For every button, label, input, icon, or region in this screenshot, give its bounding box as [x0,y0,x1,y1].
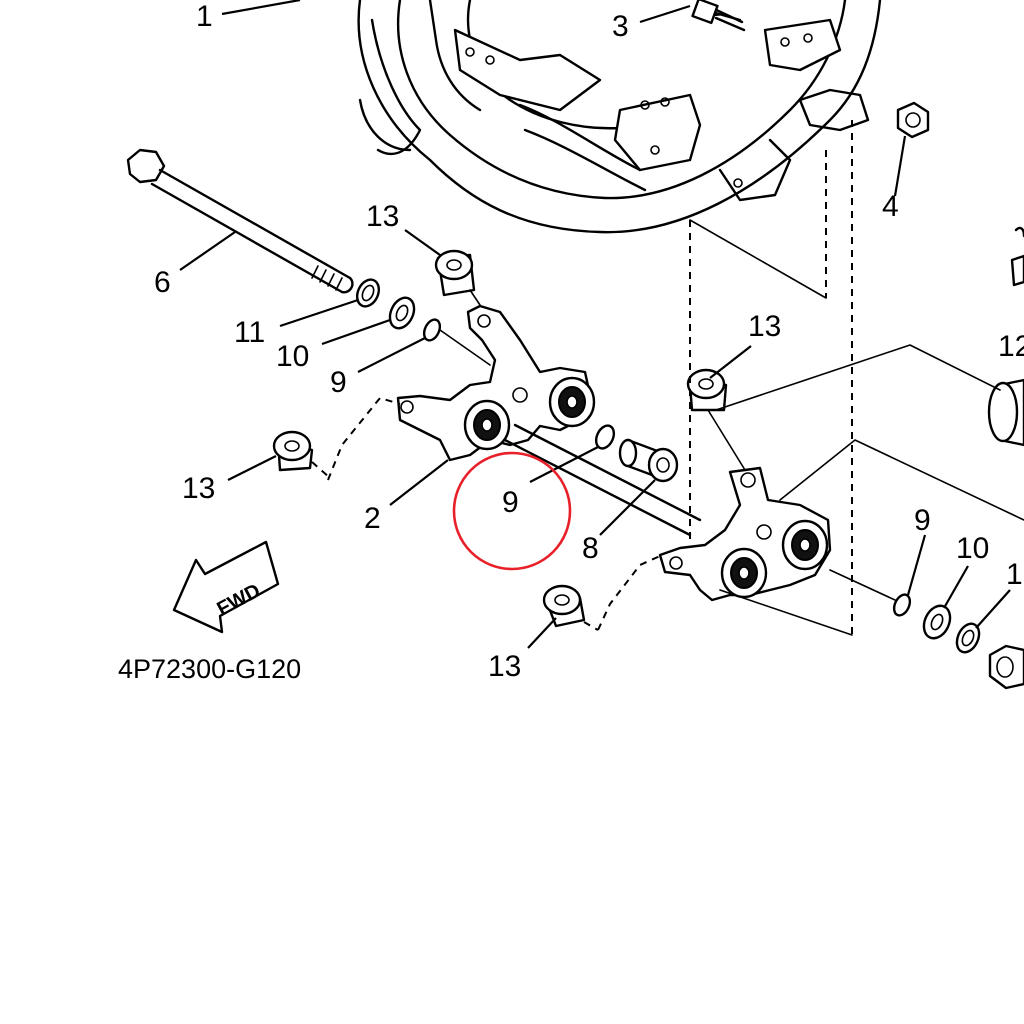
bracket-right [658,466,832,602]
callout-13-left: 13 [182,472,215,505]
callout-1: 1 [196,0,213,33]
collar-part-13-left [272,430,314,472]
callout-3: 3 [612,10,629,43]
bushing-part-8 [618,438,679,483]
callout-10-left: 10 [276,340,309,373]
callout-9-center: 9 [502,486,519,519]
washer-part-11-left [355,278,381,308]
callout-6: 6 [154,266,171,299]
callout-12: 12 [998,330,1024,363]
callout-9-left: 9 [330,366,347,399]
callout-11-right: 1 [1006,558,1023,591]
callout-11-left: 11 [234,316,265,349]
fwd-direction-arrow: FWD [172,540,280,634]
collar-part-13-bottom [542,584,586,628]
nut-part-4 [896,101,930,139]
bracket-part-2 [396,304,596,462]
callout-4: 4 [882,190,899,223]
callout-10-right: 10 [956,532,989,565]
callout-13-bottom: 13 [488,650,521,683]
callout-2: 2 [364,502,381,535]
callout-labels: 1 3 4 6 13 11 10 9 13 12 13 2 9 8 9 10 1… [154,0,1024,683]
bolt-part-3 [691,0,746,32]
callout-13-mid: 13 [748,310,781,343]
nut-right-edge [988,644,1024,690]
highlight-circle [452,451,572,571]
long-bolt-part-6 [126,148,354,294]
callout-13-top: 13 [366,200,399,233]
washer-part-10-right [922,604,952,640]
catalog-code: 4P72300-G120 [118,654,301,684]
washer-part-11-right [955,622,981,654]
collar-part-13-top [434,249,476,297]
leader-lines [179,0,1011,649]
o-ring-part-9-center [594,424,616,450]
alignment-lines [311,120,1024,636]
spacer-shaft [503,423,702,537]
washer-part-10-left [388,296,416,330]
callout-8: 8 [582,532,599,565]
frame-assembly [357,0,882,234]
o-ring-part-9-left [422,318,442,342]
part-12-right-edge [987,226,1024,447]
o-ring-part-9-right [892,593,912,617]
callout-9-right: 9 [914,504,931,537]
collar-part-13-mid [686,368,728,412]
